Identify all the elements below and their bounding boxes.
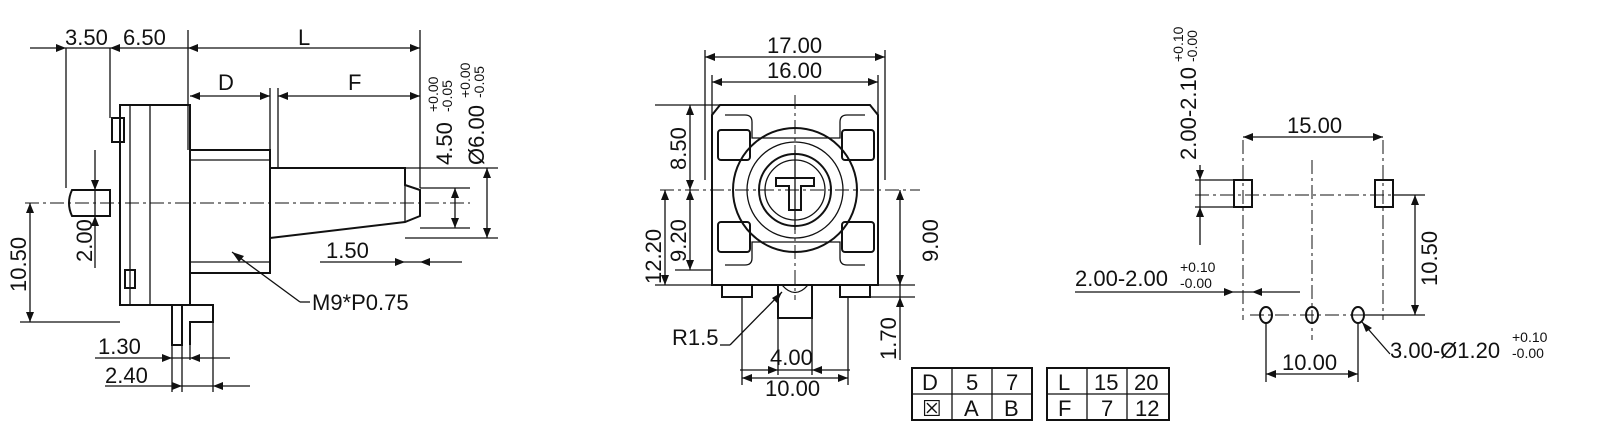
side-dim-6-00: Ø6.00 — [464, 105, 489, 165]
side-dim-2-40: 2.40 — [105, 363, 148, 388]
front-dim-4-00: 4.00 — [770, 345, 813, 370]
front-dim-8-50: 8.50 — [666, 127, 691, 170]
table-l-r1c0: F — [1058, 396, 1071, 421]
side-dim-F: F — [348, 70, 361, 95]
front-radius-label: R1.5 — [672, 325, 718, 350]
side-dim-1-30: 1.30 — [98, 334, 141, 359]
table-d-r0c1: 5 — [966, 370, 978, 395]
side-dim-10-50: 10.50 — [6, 237, 31, 292]
table-l-r1c2: 12 — [1135, 396, 1159, 421]
front-dim-9-00: 9.00 — [918, 219, 943, 262]
side-tol-4-50-upper: +0.00 — [425, 76, 441, 112]
pcb-tol-2-10-upper: +0.10 — [1170, 26, 1186, 62]
option-table-l: L 15 20 F 7 12 — [1046, 367, 1170, 421]
front-dim-12-20: 12.20 — [641, 229, 666, 284]
table-l-r1c1: 7 — [1101, 396, 1113, 421]
pcb-tol-hole-lower: -0.00 — [1512, 345, 1544, 361]
table-l-r0c0: L — [1058, 370, 1070, 395]
pcb-layout: 15.00 2.00-2.10 +0.10 -0.00 2.00-2.00 +0… — [1075, 26, 1548, 382]
side-dim-4-50: 4.50 — [432, 122, 457, 165]
pcb-tol-hole-upper: +0.10 — [1512, 329, 1548, 345]
table-d-r1c0: ☒ — [922, 396, 942, 421]
side-dim-6-50: 6.50 — [123, 25, 166, 50]
side-dim-1-50: 1.50 — [326, 238, 369, 263]
side-view: 3.50 6.50 L D F 4.50 +0.00 -0.05 Ø6.00 +… — [6, 25, 498, 392]
front-dim-16-00: 16.00 — [767, 58, 822, 83]
table-d-r1c1: A — [964, 396, 979, 421]
side-dim-L: L — [298, 25, 310, 50]
table-d-r1c2: B — [1004, 396, 1019, 421]
front-dim-17-00: 17.00 — [767, 33, 822, 58]
pcb-dim-2-00-2-10: 2.00-2.10 — [1176, 67, 1201, 160]
side-tol-6-00-lower: -0.05 — [471, 66, 487, 98]
pcb-dim-15-00: 15.00 — [1287, 113, 1342, 138]
option-table-d: D 5 7 ☒ A B — [911, 367, 1033, 421]
pcb-hole-label: 3.00-Ø1.20 — [1390, 338, 1500, 363]
front-dim-1-70: 1.70 — [876, 317, 901, 360]
pcb-dim-2-00-2-00: 2.00-2.00 — [1075, 266, 1168, 291]
table-d-r0c0: D — [922, 370, 938, 395]
side-dim-2-00: 2.00 — [72, 219, 97, 262]
pcb-tol-2-10-lower: -0.00 — [1184, 30, 1200, 62]
table-d-r0c2: 7 — [1006, 370, 1018, 395]
pcb-dim-10-00: 10.00 — [1282, 350, 1337, 375]
side-dim-D: D — [218, 70, 234, 95]
front-view: 17.00 16.00 8.50 9.20 12.20 9.00 1.70 — [641, 33, 943, 401]
pcb-tol-2-00-upper: +0.10 — [1180, 259, 1216, 275]
pcb-dim-10-50: 10.50 — [1417, 231, 1442, 286]
side-tol-4-50-lower: -0.05 — [439, 80, 455, 112]
side-thread-label: M9*P0.75 — [312, 290, 409, 315]
pcb-tol-2-00-lower: -0.00 — [1180, 275, 1212, 291]
side-dim-3-50: 3.50 — [65, 25, 108, 50]
side-tol-6-00-upper: +0.00 — [457, 62, 473, 98]
front-dim-9-20: 9.20 — [666, 219, 691, 262]
front-dim-10-00: 10.00 — [765, 376, 820, 401]
table-l-r0c1: 15 — [1094, 370, 1118, 395]
table-l-r0c2: 20 — [1134, 370, 1158, 395]
